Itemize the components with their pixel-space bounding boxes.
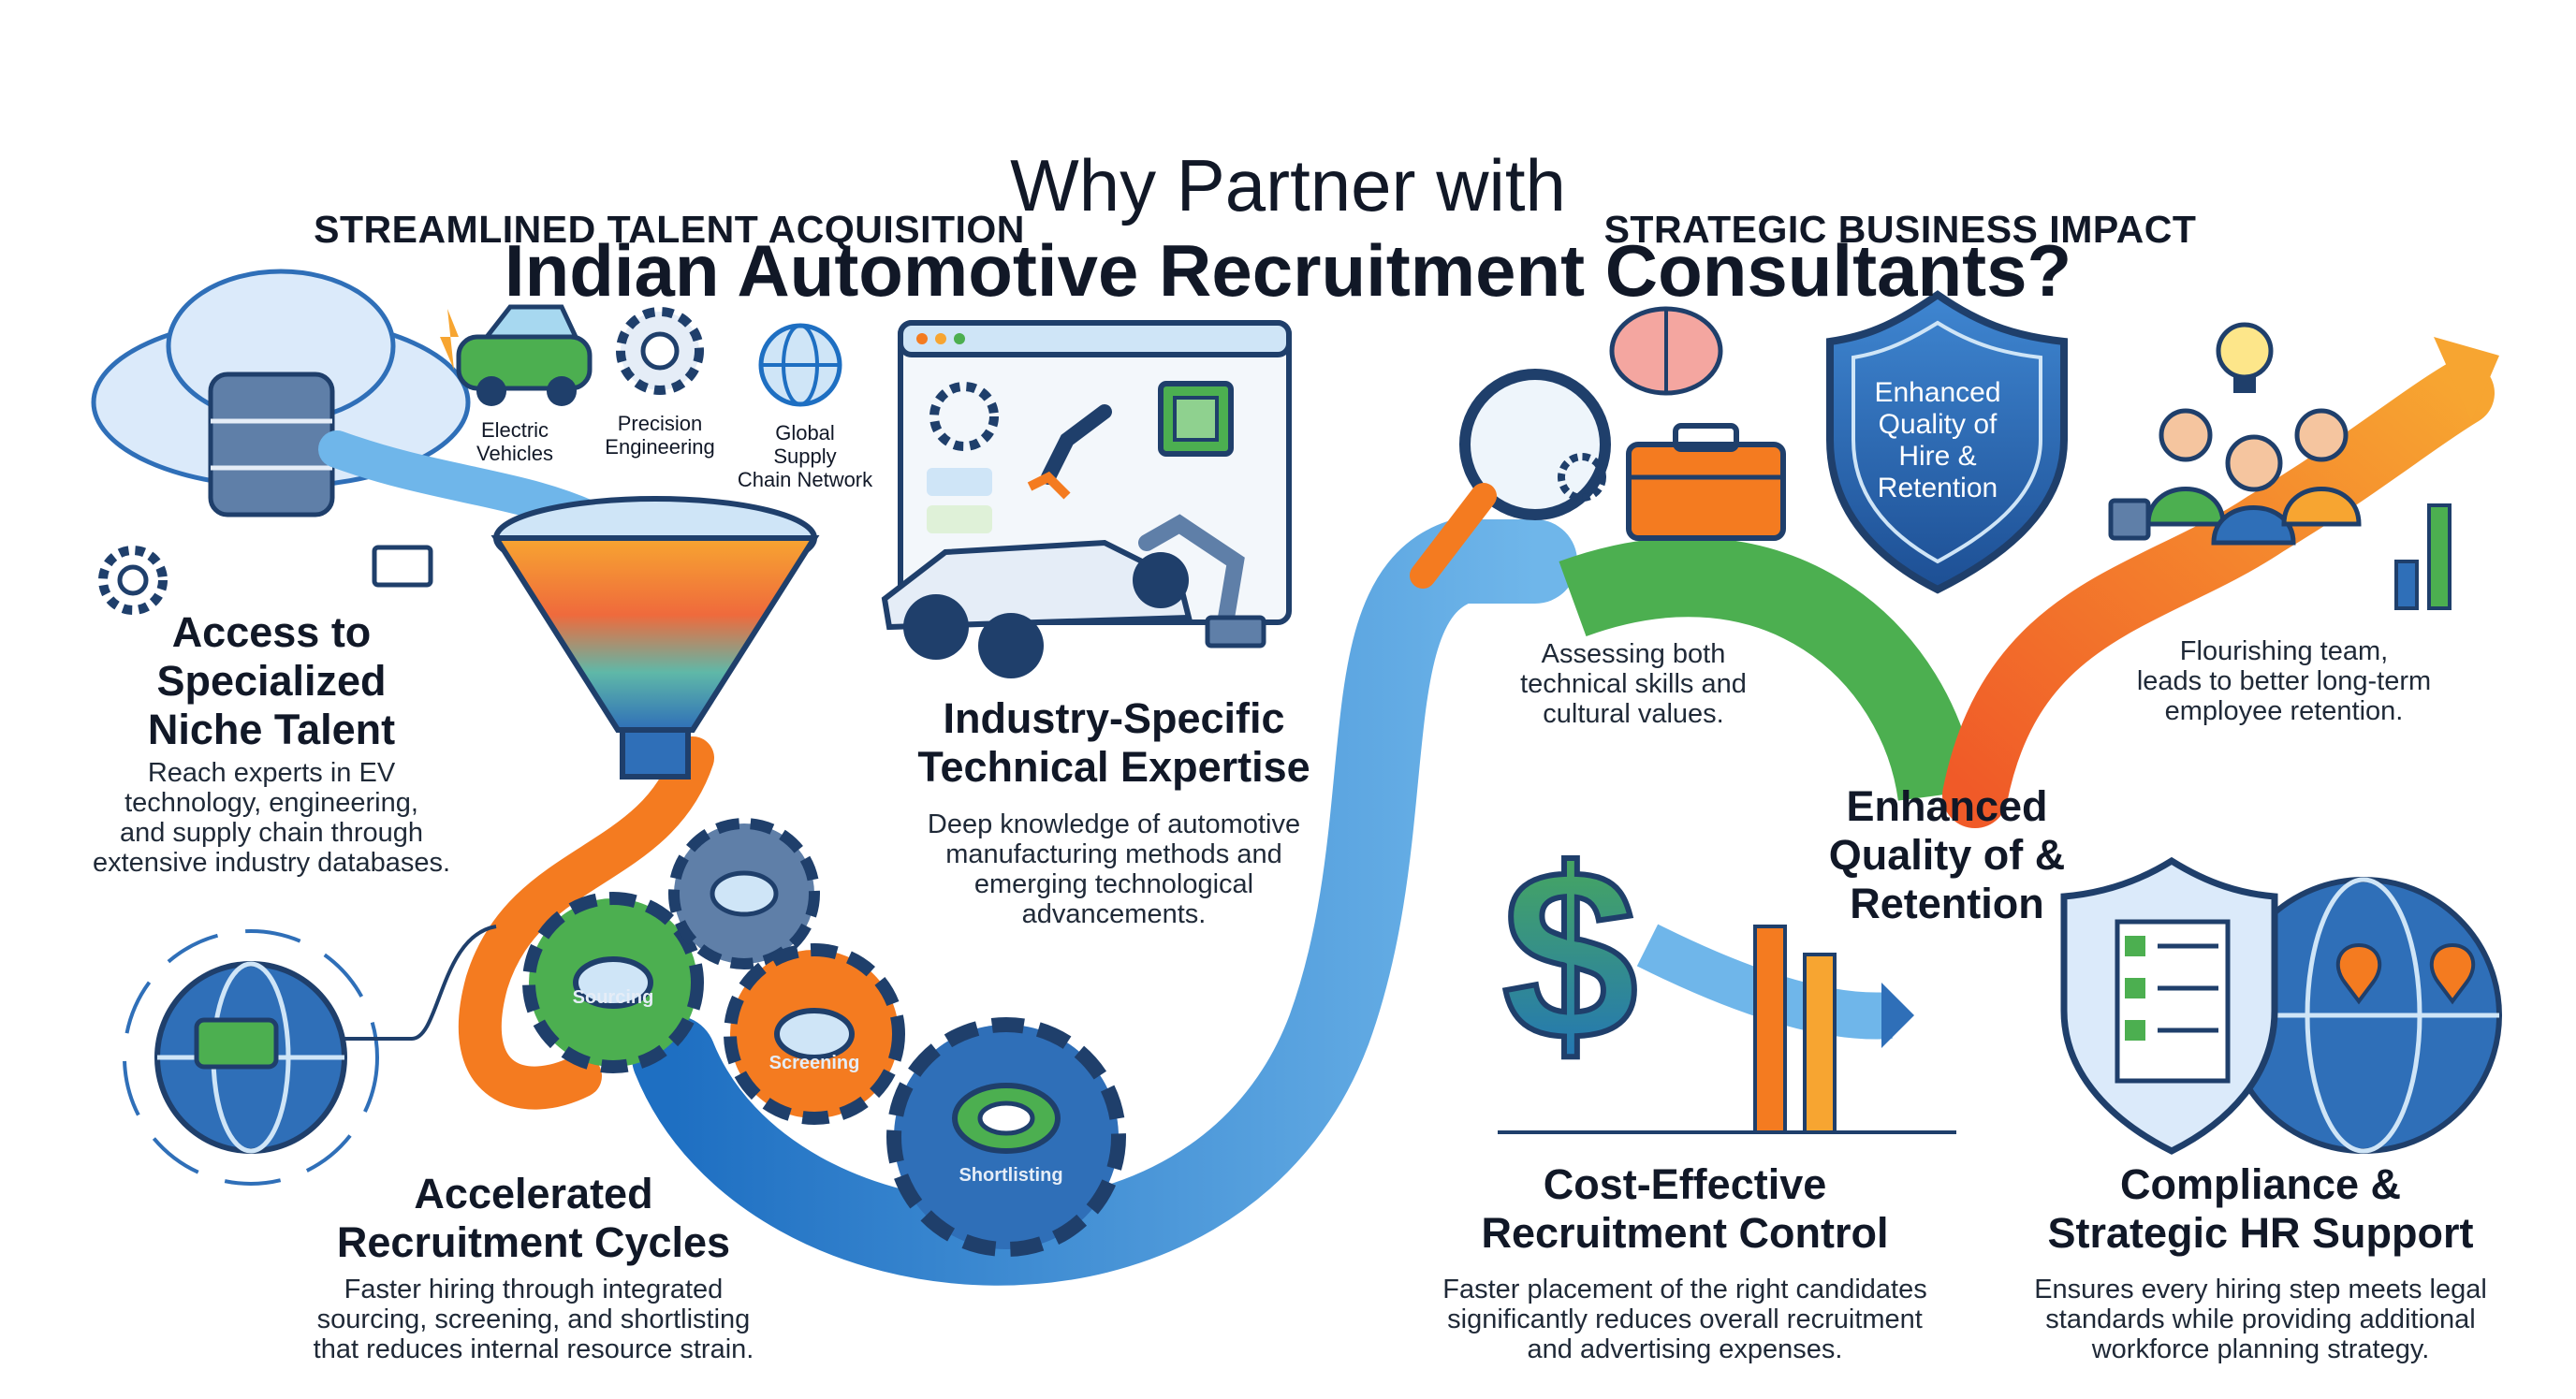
shield-icon — [1826, 290, 2068, 594]
cycles-text: Faster hiring through integrated sourcin… — [313, 1275, 754, 1364]
globe-chip-icon — [123, 929, 379, 1186]
gear-top-icon — [668, 818, 820, 969]
niche-talent-heading: Access to Specialized Niche Talent — [147, 608, 396, 753]
checklist-shield-icon — [2060, 856, 2278, 1155]
gear-screening-icon — [724, 943, 905, 1125]
gear-sourcing-icon — [522, 892, 704, 1073]
briefcase-icon — [1626, 423, 1786, 541]
globe-icon — [758, 323, 842, 407]
quality-heading: Enhanced Quality of & Retention — [1828, 782, 2066, 927]
gear-shortlisting-icon — [886, 1017, 1126, 1257]
cost-text: Faster placement of the right candidates… — [1442, 1275, 1927, 1364]
page-title: Why Partner with Indian Automotive Recru… — [0, 58, 2576, 313]
flourishing-text: Flourishing team, leads to better long-t… — [2136, 636, 2432, 726]
niche-talent-text: Reach experts in EV technology, engineer… — [92, 758, 451, 878]
connector-line — [344, 925, 497, 1041]
bar-chart-icon — [2394, 503, 2452, 610]
section-right-title: STRATEGIC BUSINESS IMPACT — [1603, 208, 2197, 251]
magnifier-icon — [1410, 369, 1611, 589]
ev-car-icon — [440, 304, 593, 406]
compliance-text: Ensures every hiring step meets legal st… — [2034, 1275, 2487, 1364]
gear-label-screening: Screening — [768, 1053, 860, 1073]
gear-icon — [98, 546, 168, 615]
dollar-icon: $ — [1500, 817, 1641, 1094]
expertise-heading: Industry-Specific Technical Expertise — [917, 694, 1310, 791]
brain-icon — [1609, 306, 1723, 396]
section-left-title: STREAMLINED TALENT ACQUISITION — [314, 208, 1025, 251]
car-chassis-icon — [881, 539, 1193, 678]
laptop-icon — [372, 545, 433, 588]
precision-gear-icon — [616, 307, 704, 395]
blue-flow-path — [632, 519, 1577, 1286]
orange-flow-path — [458, 736, 714, 1110]
growth-arrow-head — [2434, 337, 2499, 421]
cost-arrow-icon — [1498, 924, 1956, 1134]
compliance-heading: Compliance & Strategic HR Support — [2047, 1160, 2474, 1257]
team-icon — [2145, 408, 2362, 546]
label-precision-engineering: Precision Engineering — [605, 412, 715, 459]
gear-label-shortlisting: Shortlisting — [959, 1165, 1063, 1186]
lightbulb-icon — [2216, 322, 2274, 393]
svg-text:$: $ — [1502, 820, 1638, 1091]
growth-arrow-icon — [1942, 360, 2495, 828]
robot-arm-icon — [1027, 404, 1266, 648]
plant-pot-icon — [2108, 498, 2151, 541]
title-prefix: Why Partner with — [1010, 144, 1566, 226]
expertise-text: Deep knowledge of automotive manufacturi… — [927, 809, 1301, 929]
shield-label: Enhanced Quality of Hire & Retention — [1874, 377, 2001, 503]
cost-heading: Cost-Effective Recruitment Control — [1481, 1160, 1889, 1257]
assessing-text: Assessing both technical skills and cult… — [1520, 639, 1747, 729]
label-global-supply-chain: Global Supply Chain Network — [737, 421, 873, 491]
label-electric-vehicles: Electric Vehicles — [476, 418, 553, 465]
funnel-icon — [490, 496, 820, 780]
green-arc — [1559, 537, 1978, 802]
cycles-heading: Accelerated Recruitment Cycles — [336, 1170, 731, 1266]
title-emphasis: Indian Automotive Recruitment Consultant… — [504, 229, 2072, 312]
gear-label-sourcing: Sourcing — [572, 987, 654, 1008]
